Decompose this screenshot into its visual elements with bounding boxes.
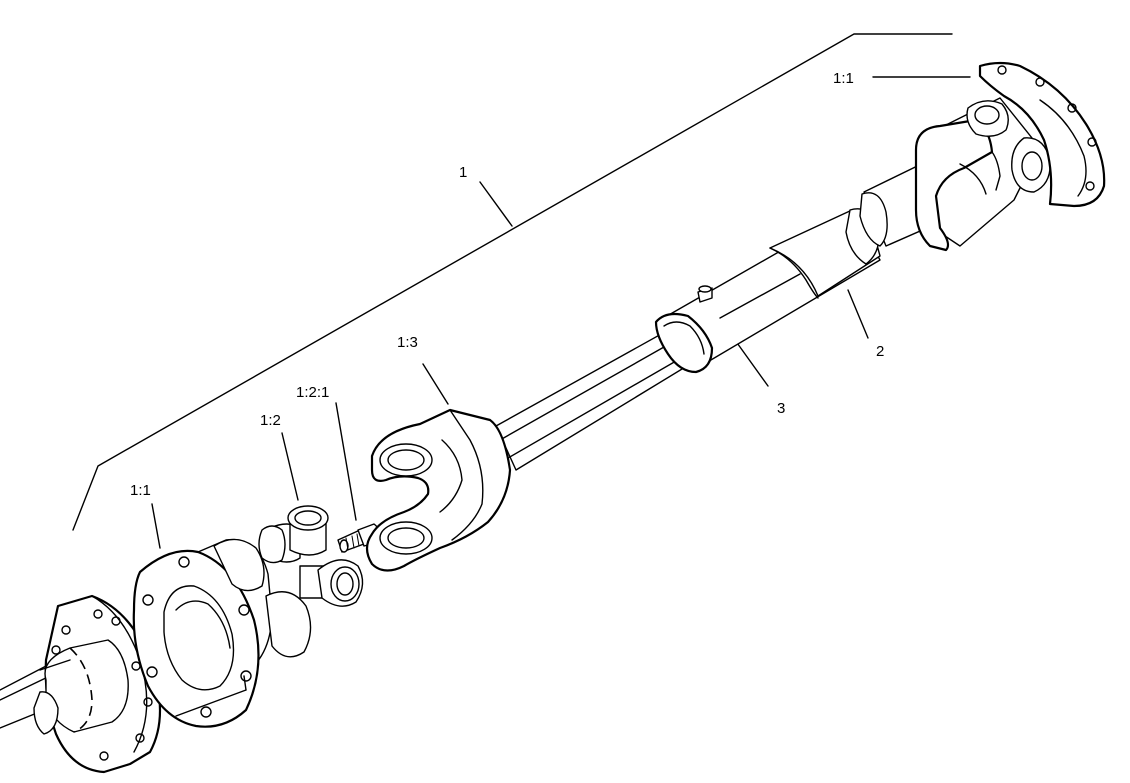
flange-yoke-right	[914, 61, 1106, 252]
callout-3: 3	[777, 400, 786, 417]
callout-1-2: 1:2	[260, 412, 281, 429]
spider-cross	[258, 505, 364, 607]
leader-1-2	[281, 432, 299, 501]
leader-lines	[151, 76, 971, 549]
assembly-bracket	[72, 33, 953, 531]
leader-1	[479, 181, 513, 227]
callout-1-1-top: 1:1	[833, 70, 854, 87]
flange-yoke-left	[132, 538, 312, 728]
tube-yoke	[365, 317, 711, 572]
leader-2	[847, 289, 869, 339]
callout-1: 1	[459, 164, 468, 181]
leader-1-1-left	[151, 503, 161, 549]
slip-tube	[654, 208, 881, 374]
leader-1-3	[422, 363, 449, 405]
callout-1-1-left: 1:1	[130, 482, 151, 499]
callout-2: 2	[876, 343, 885, 360]
companion-flange	[33, 594, 162, 774]
callout-1-2-1: 1:2:1	[296, 384, 330, 401]
callout-1-3: 1:3	[397, 334, 418, 351]
slip-grease-fitting	[697, 285, 713, 303]
leader-1-2-1	[335, 402, 357, 521]
